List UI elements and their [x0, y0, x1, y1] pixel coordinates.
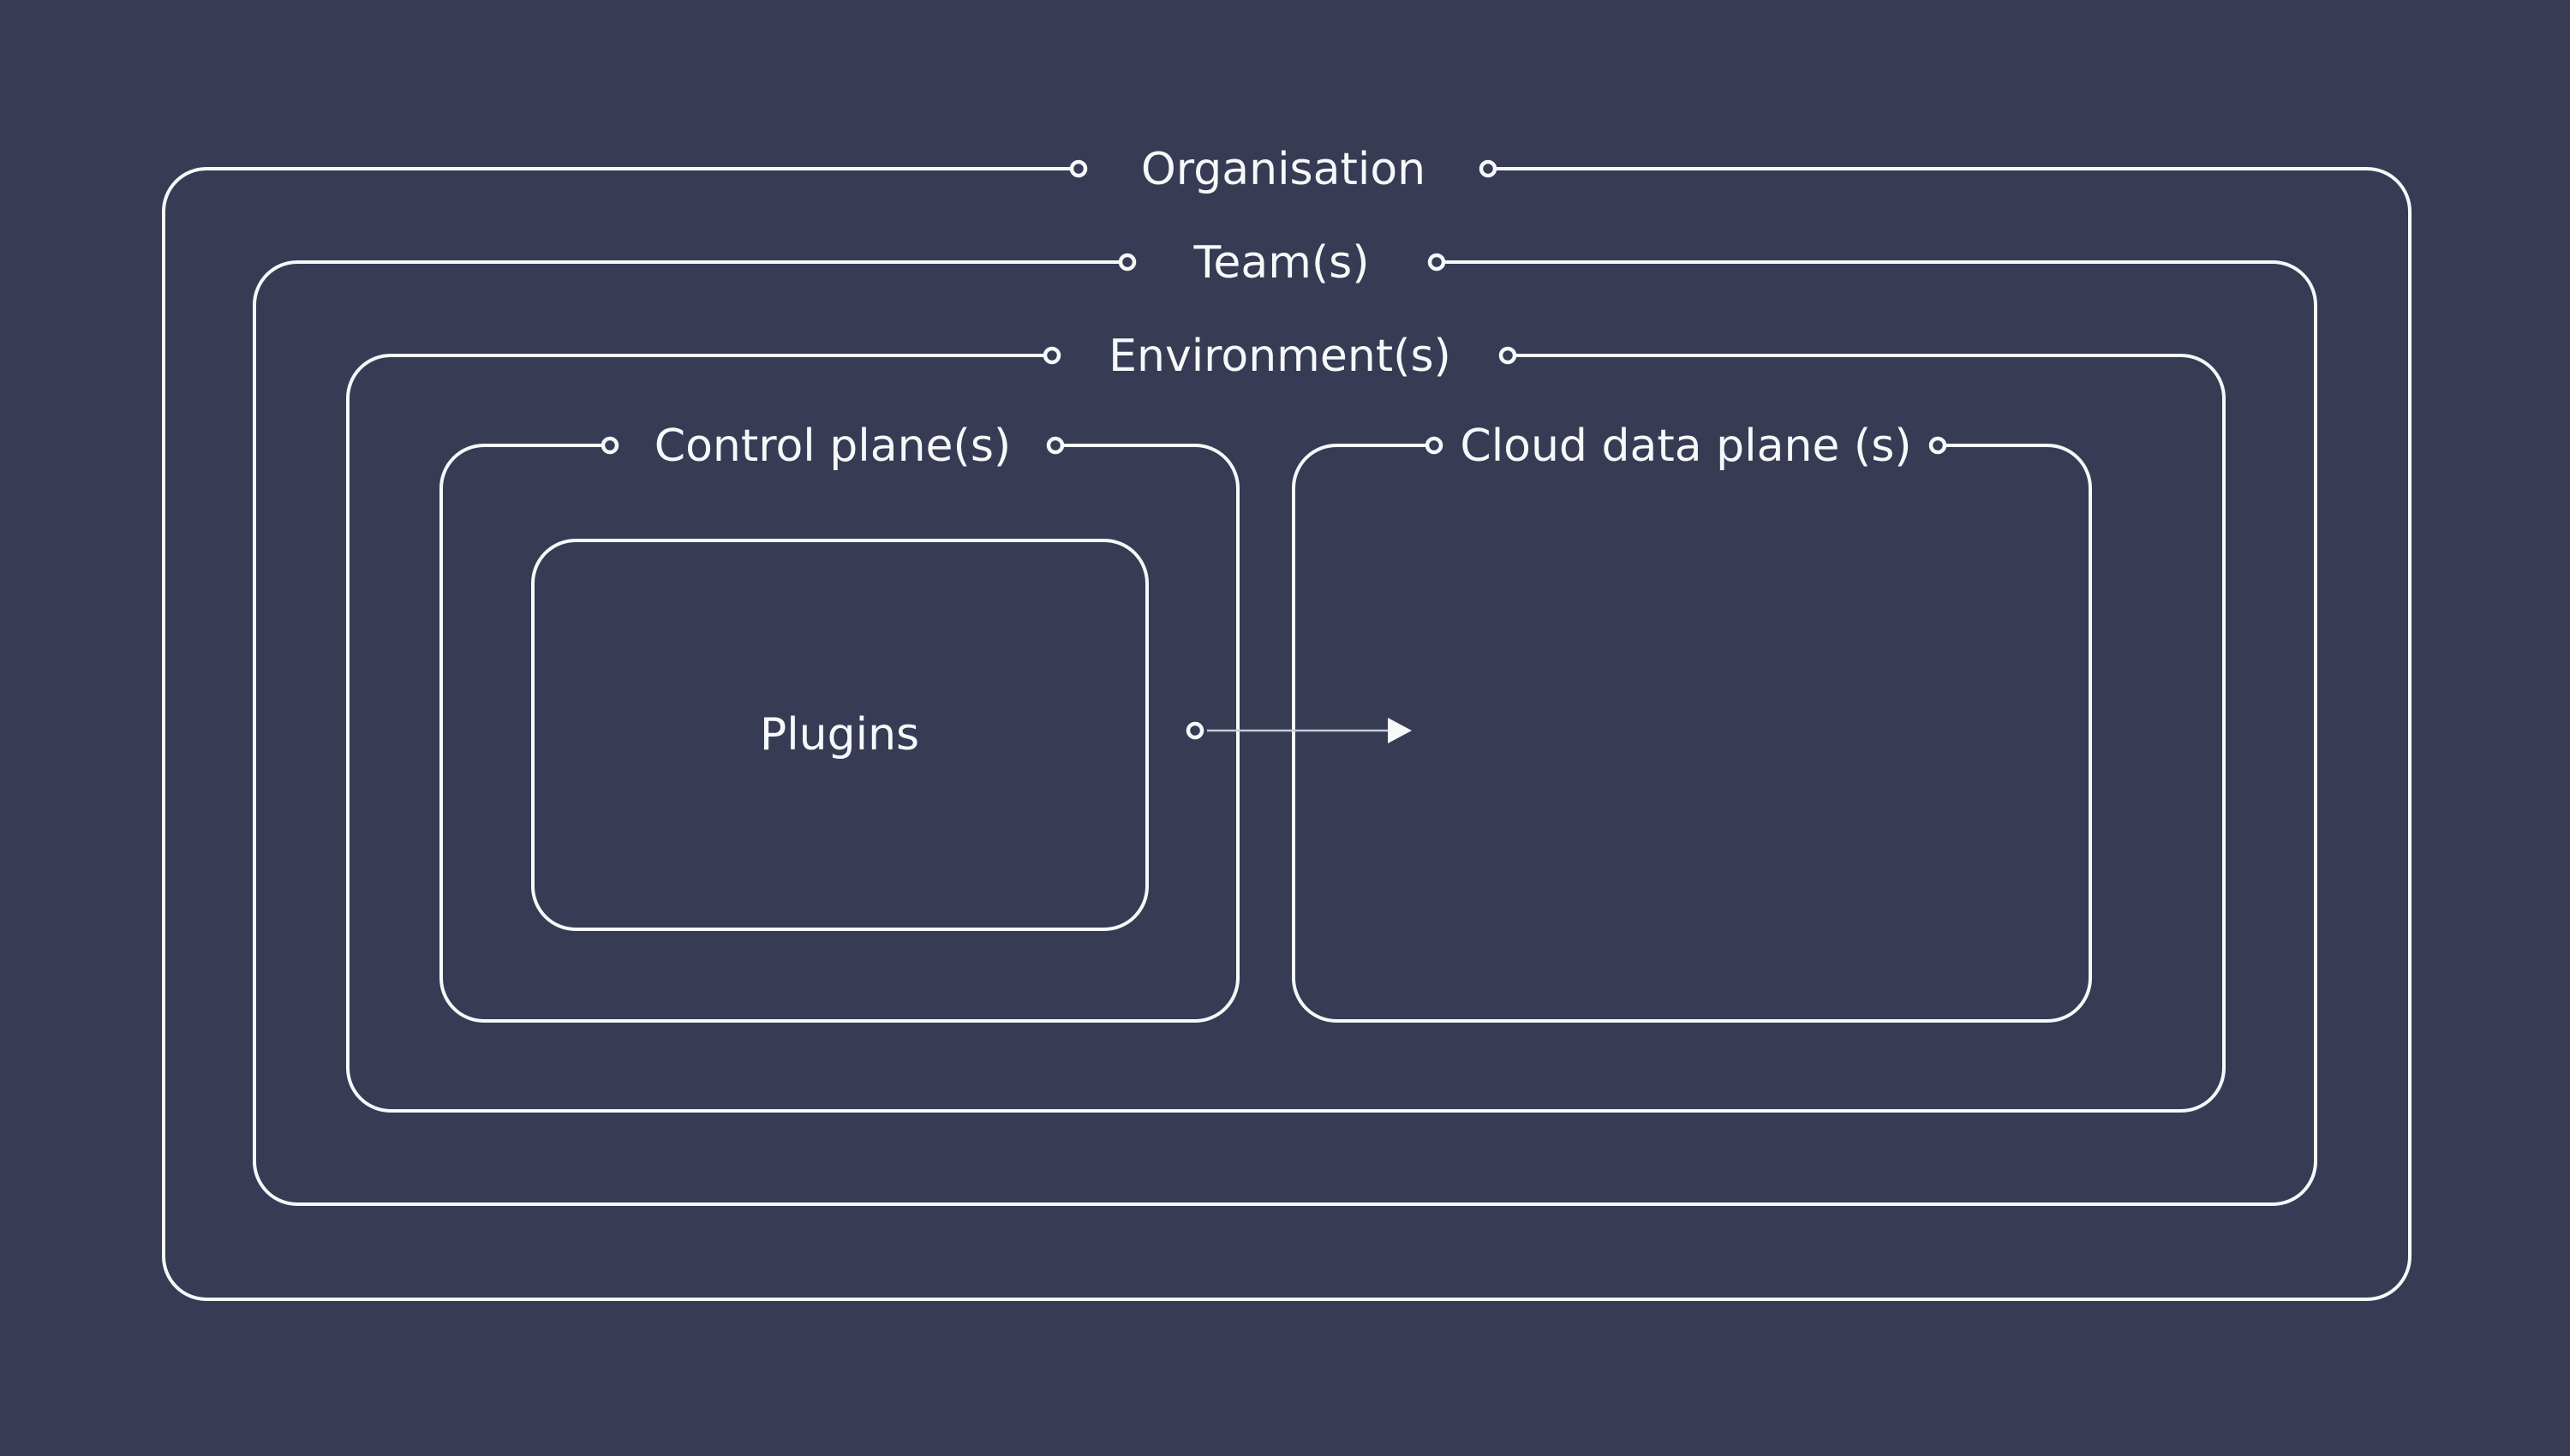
connector-dot — [601, 436, 619, 455]
cloud-data-plane-box: Cloud data plane (s) — [1292, 421, 2092, 1023]
cloud-data-plane-frame — [1292, 444, 2092, 1023]
arrow-head-icon — [1388, 718, 1412, 743]
connector-dot — [1118, 253, 1137, 272]
organisation-border-gap — [1079, 163, 1488, 175]
team-border-gap — [1127, 256, 1437, 268]
control-plane-box: Control plane(s) — [439, 421, 1240, 1023]
environment-box: Environment(s) — [346, 331, 2226, 1113]
connector-dot — [1427, 253, 1446, 272]
cloud-data-plane-border-gap — [1434, 439, 1938, 451]
plugins-box: Plugins — [531, 539, 1149, 931]
organisation-box: Organisation — [162, 144, 2412, 1301]
plugins-label: Plugins — [760, 709, 919, 761]
team-label: Team(s) — [1192, 237, 1369, 289]
connector-dot — [1479, 159, 1497, 178]
plugins-frame — [531, 539, 1149, 931]
connector-dot — [1043, 346, 1061, 365]
connector-dot — [1928, 436, 1947, 455]
cloud-data-plane-label: Cloud data plane (s) — [1460, 421, 1911, 472]
control-plane-label: Control plane(s) — [654, 421, 1011, 472]
organisation-label: Organisation — [1141, 144, 1425, 195]
environment-frame — [346, 354, 2226, 1113]
connector-dot — [1425, 436, 1443, 455]
environment-label: Environment(s) — [1109, 331, 1451, 382]
connector-dot — [1498, 346, 1517, 365]
plugins-to-cloud-arrow — [1186, 718, 1412, 743]
arrow-start-dot — [1186, 721, 1204, 740]
control-plane-border-gap — [610, 439, 1055, 451]
team-frame — [253, 260, 2317, 1206]
environment-border-gap — [1052, 349, 1508, 361]
team-box: Team(s) — [253, 237, 2317, 1206]
connector-dot — [1046, 436, 1065, 455]
connector-dot — [1069, 159, 1088, 178]
